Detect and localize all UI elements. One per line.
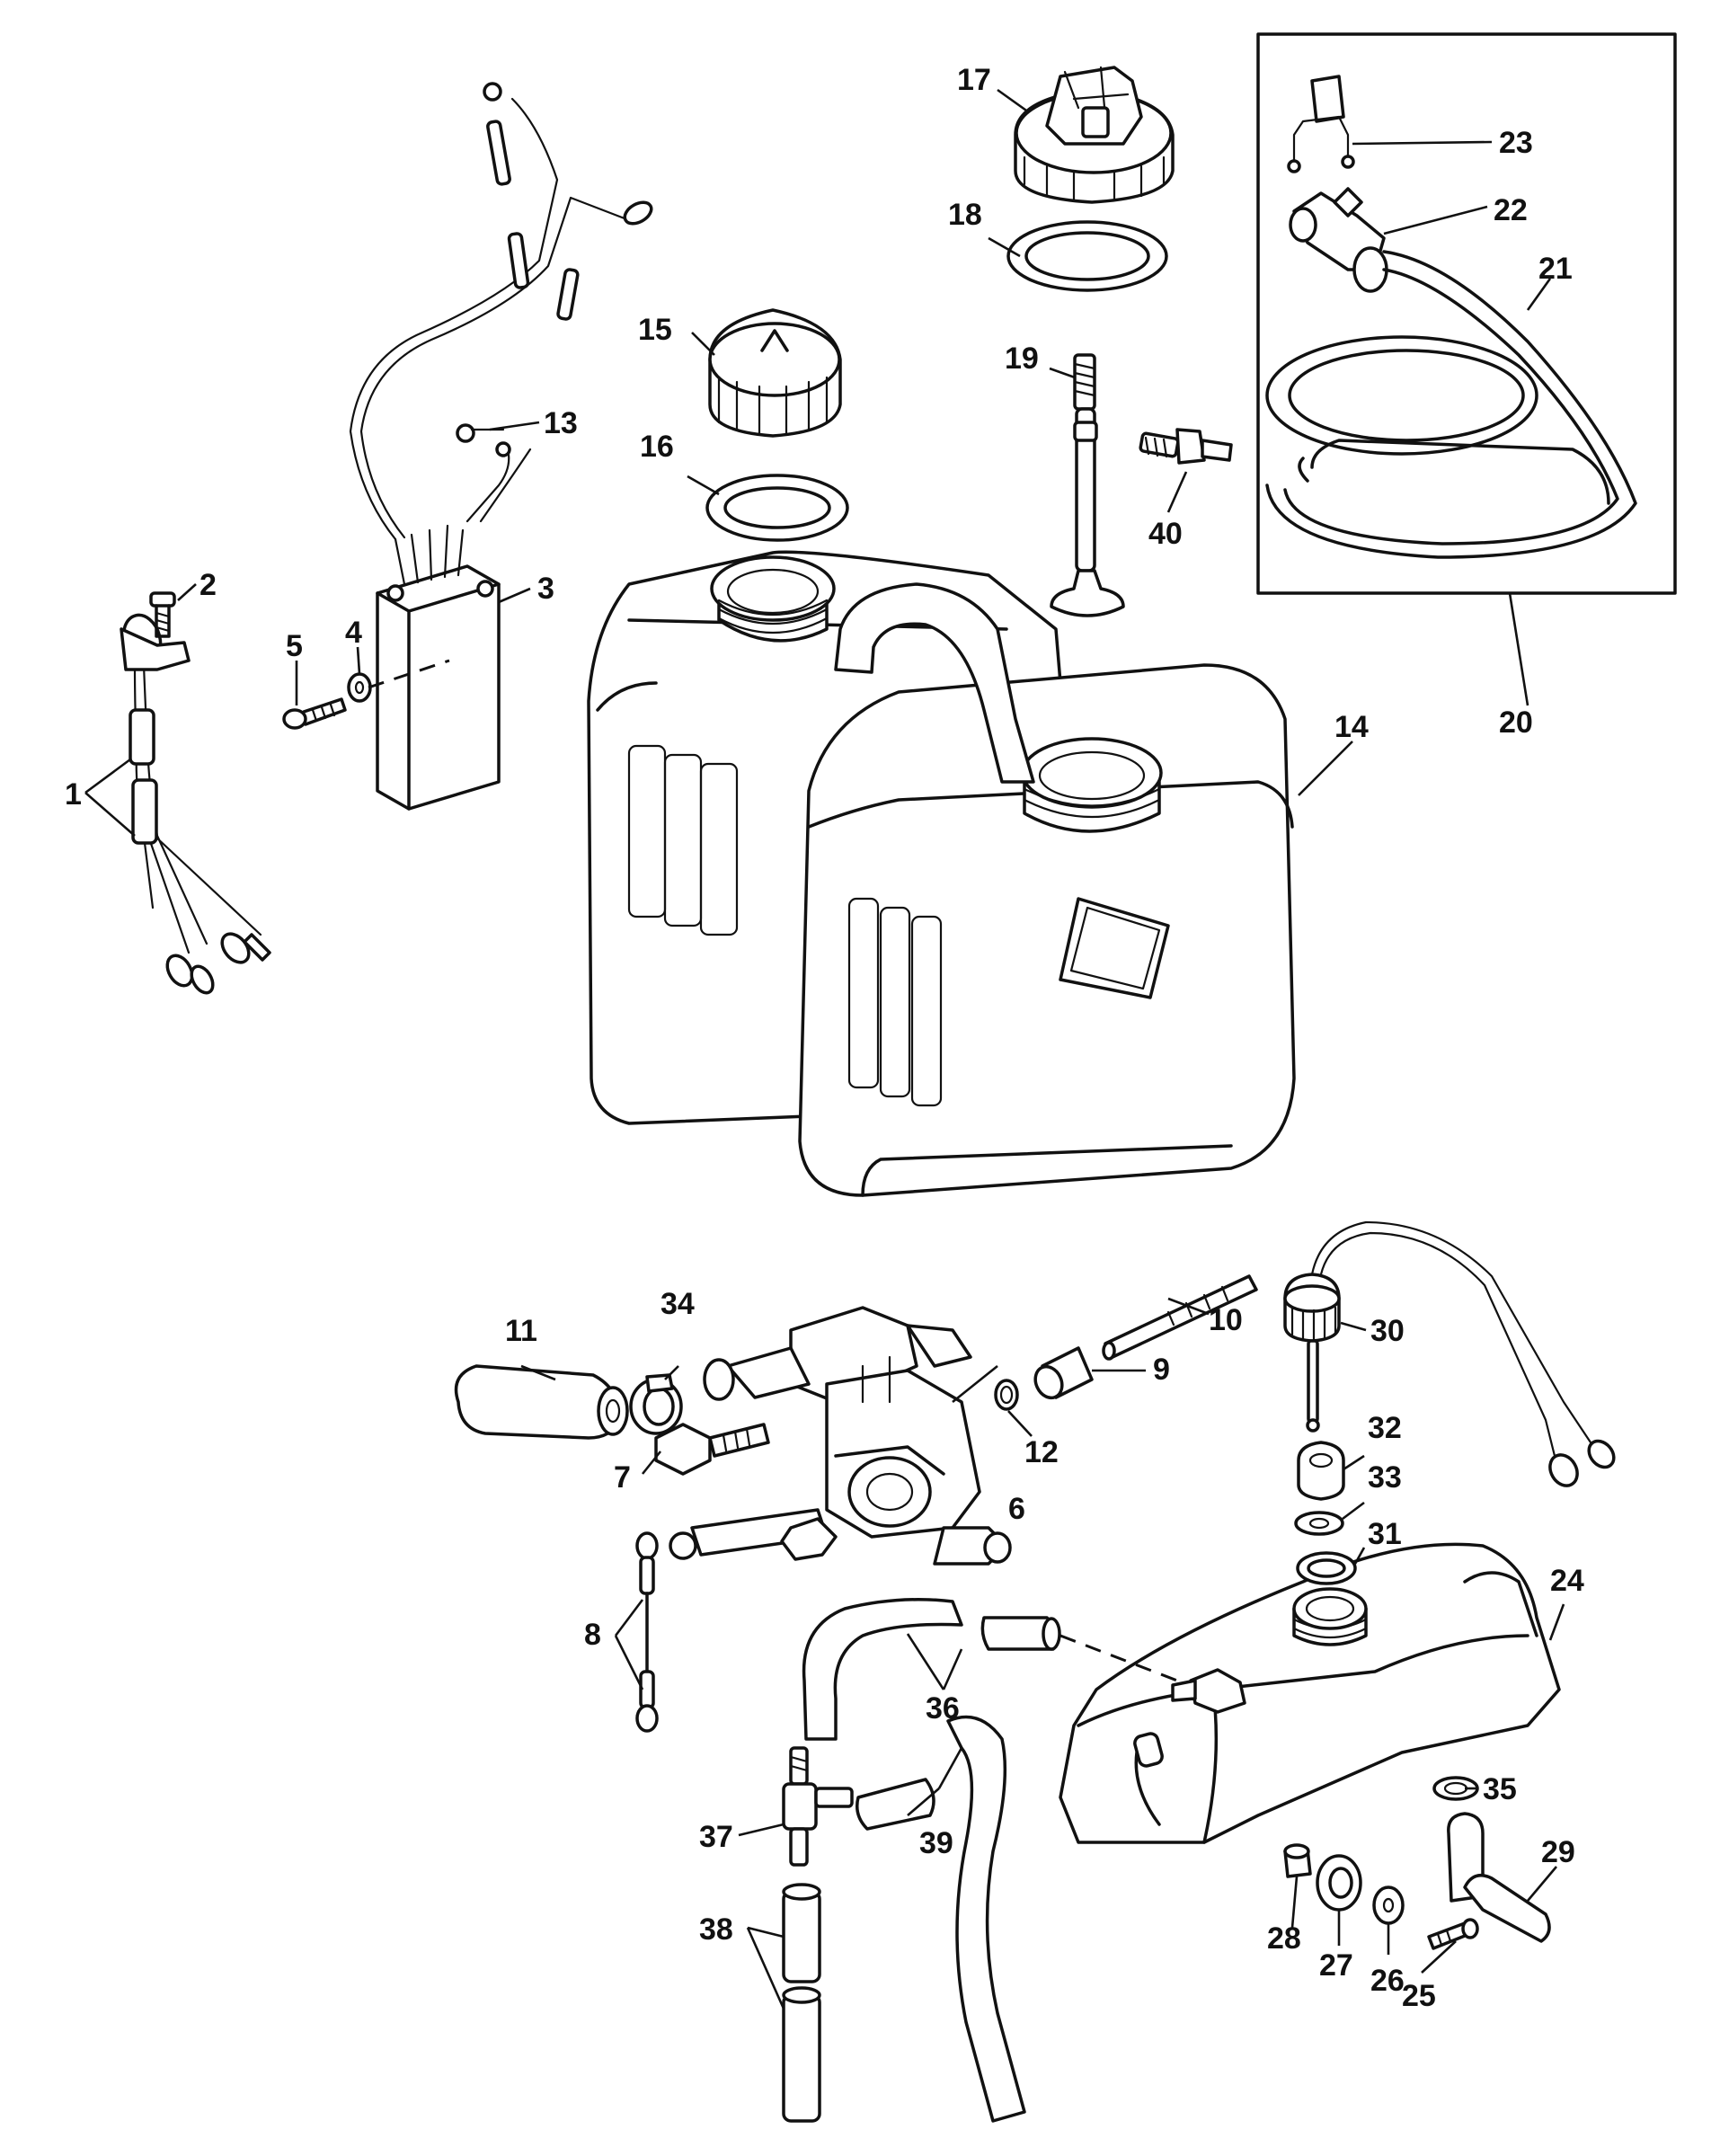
level-sender-part-30	[1283, 1220, 1616, 1487]
callout-3: 3	[537, 572, 554, 606]
hose-part-39	[856, 1715, 1026, 2123]
tee-fitting-part-37	[782, 1746, 854, 1867]
callout-14: 14	[1334, 710, 1369, 744]
callout-29: 29	[1541, 1835, 1575, 1869]
callout-2: 2	[199, 568, 217, 602]
drive-shaft-part-10	[1102, 1274, 1258, 1361]
leader-lines	[84, 88, 1565, 2010]
o-ring-part-12	[994, 1379, 1019, 1411]
callout-30: 30	[1370, 1314, 1405, 1348]
gasket-part-16	[705, 474, 849, 542]
pickup-tube-part-19	[1050, 353, 1125, 617]
callout-22: 22	[1494, 193, 1528, 227]
washer-part-26	[1372, 1885, 1405, 1925]
gasket-part-18	[1006, 220, 1168, 292]
washer-part-4	[347, 672, 372, 703]
callout-25: 25	[1402, 1979, 1436, 2013]
hose-part-38	[782, 1883, 821, 2123]
callout-labels: 1 2 3 4 5 6 7 8 9 10 11 12 13 14 15 16 1…	[65, 63, 1584, 2013]
hose-part-21	[1265, 250, 1637, 559]
hose-part-36	[802, 1598, 1061, 1741]
callout-36: 36	[926, 1691, 960, 1726]
assembly-line-4-3	[368, 659, 450, 689]
callout-27: 27	[1319, 1948, 1353, 1983]
callout-13: 13	[544, 406, 578, 440]
sender-cap-part-17	[1014, 66, 1175, 204]
callout-35: 35	[1483, 1772, 1517, 1806]
callout-26: 26	[1370, 1964, 1405, 1998]
callout-4: 4	[345, 616, 362, 650]
bolt-part-7	[654, 1423, 770, 1476]
callout-20: 20	[1499, 705, 1533, 740]
callout-1: 1	[65, 777, 82, 812]
callout-10: 10	[1209, 1303, 1243, 1337]
screw-part-2	[149, 591, 176, 638]
callout-9: 9	[1153, 1353, 1170, 1387]
clip-part-23	[1287, 75, 1355, 173]
callout-8: 8	[584, 1618, 601, 1652]
nut-part-32	[1297, 1441, 1345, 1501]
wire-harness-part	[120, 613, 271, 995]
spacer-part-28	[1283, 1843, 1312, 1878]
callout-17: 17	[957, 63, 991, 97]
valve-part-22	[1289, 187, 1388, 293]
callout-34: 34	[661, 1287, 695, 1321]
callout-38: 38	[699, 1912, 733, 1947]
callout-16: 16	[640, 430, 674, 464]
callout-23: 23	[1499, 126, 1533, 160]
callout-32: 32	[1368, 1411, 1402, 1445]
callout-19: 19	[1005, 342, 1039, 376]
callout-18: 18	[948, 198, 982, 232]
callout-21: 21	[1538, 252, 1573, 286]
oil-tank-part-14	[587, 550, 1296, 1197]
hose-part-29	[1447, 1812, 1551, 1943]
ground-lead-part-13	[456, 423, 511, 457]
hose-part-11	[454, 1364, 629, 1440]
screw-part-5	[282, 697, 347, 730]
callout-11: 11	[505, 1314, 537, 1348]
screw-part-25	[1427, 1918, 1479, 1950]
grommet-part-27	[1316, 1854, 1362, 1912]
callout-6: 6	[1008, 1492, 1025, 1526]
hose-kit-part-20	[1256, 32, 1677, 595]
callout-12: 12	[1024, 1435, 1059, 1469]
callout-7: 7	[614, 1460, 631, 1495]
callout-31: 31	[1368, 1517, 1402, 1551]
clamp-part-34	[629, 1373, 683, 1435]
callout-40: 40	[1148, 517, 1183, 551]
callout-39: 39	[919, 1826, 953, 1860]
tank-cap-part-15	[708, 308, 842, 438]
callout-37: 37	[699, 1820, 733, 1854]
callout-15: 15	[638, 313, 672, 347]
callout-24: 24	[1550, 1564, 1584, 1598]
callout-33: 33	[1368, 1460, 1402, 1495]
callout-28: 28	[1267, 1921, 1301, 1956]
callout-5: 5	[286, 629, 303, 663]
fitting-part-40	[1139, 428, 1233, 465]
star-washer-part-33	[1294, 1511, 1344, 1536]
hose-kit-border	[1256, 32, 1677, 595]
link-rod-part-8	[635, 1531, 659, 1733]
module-part-3	[349, 82, 653, 811]
assembly-line-36-24	[1059, 1634, 1178, 1682]
oil-reservoir-part-24	[1059, 1542, 1561, 1844]
o-ring-part-31	[1296, 1551, 1357, 1585]
bushing-part-9	[1033, 1346, 1094, 1400]
oil-pump-part-6	[669, 1306, 1012, 1566]
